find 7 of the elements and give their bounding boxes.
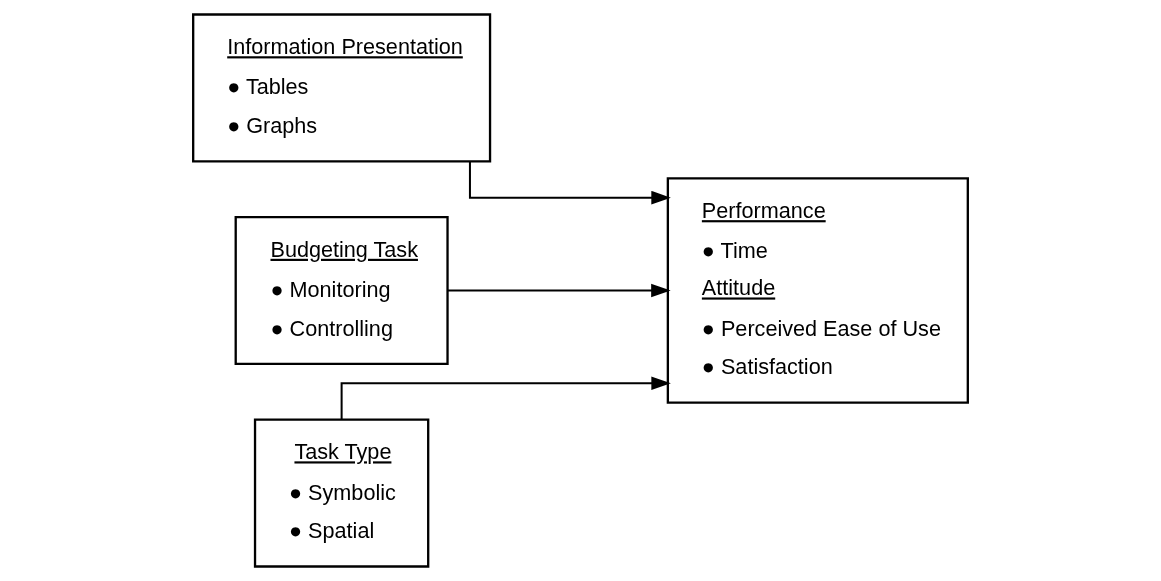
node-box: Performance ● Time Attitude ● Perceived Ease of Use ● Satisfaction [666, 177, 969, 404]
arrow [340, 376, 671, 420]
node-box: Budgeting Task ● Monitoring ● Controlling [234, 215, 449, 366]
node-box: Information Presentation ● Tables ● Graphs [192, 13, 492, 163]
arrow [468, 161, 671, 205]
node-box: Task Type ● Symbolic ● Spatial [253, 418, 430, 568]
arrow [447, 283, 671, 298]
